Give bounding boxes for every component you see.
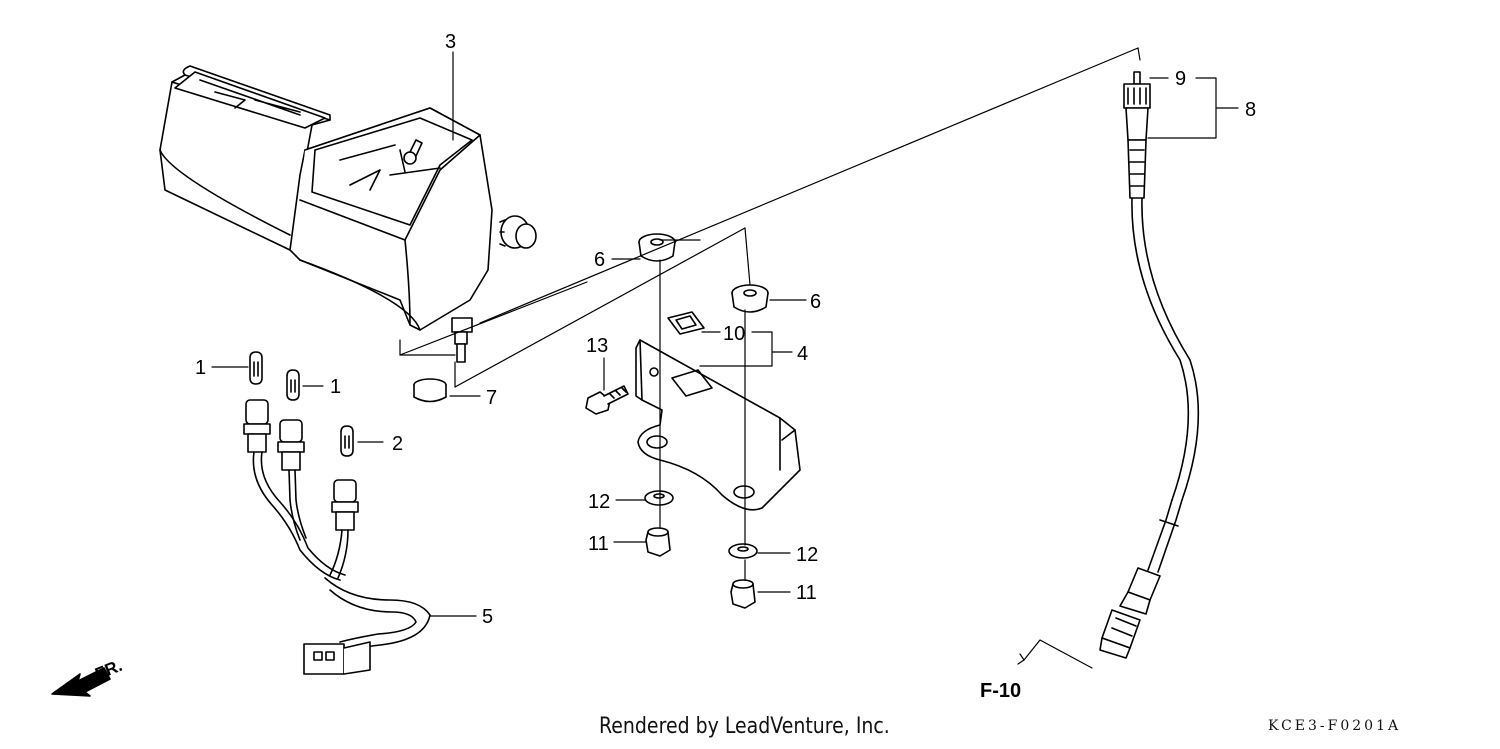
footer-credit: Rendered by LeadVenture, Inc. <box>599 714 890 739</box>
nut-part-11b <box>730 579 756 609</box>
bulb-part-2 <box>340 425 354 457</box>
callout-12-b: 12 <box>796 544 818 566</box>
cap-part <box>413 378 447 403</box>
callout-12-a: 12 <box>588 491 610 513</box>
plate-part-10 <box>667 311 705 335</box>
meter-cable-part-8 <box>1099 71 1200 659</box>
callout-3: 3 <box>445 31 456 53</box>
callout-4: 4 <box>797 343 808 365</box>
callout-5: 5 <box>482 606 493 628</box>
callout-11-b: 11 <box>796 582 817 604</box>
diagram-code: KCE3-F0201A <box>1268 718 1402 734</box>
callout-7: 7 <box>486 387 497 409</box>
front-marker-label: FR. <box>92 656 125 684</box>
bracket-part-4 <box>635 339 801 511</box>
callout-11-a: 11 <box>588 533 609 555</box>
callout-9: 9 <box>1175 68 1186 90</box>
bulb-part-1a <box>249 351 263 385</box>
bulb-part-1b <box>286 369 300 401</box>
callout-8: 8 <box>1245 99 1256 121</box>
callout-2: 2 <box>392 433 403 455</box>
callout-1-a: 1 <box>195 357 206 379</box>
leader-lines <box>211 51 1239 617</box>
callout-1-b: 1 <box>330 376 341 398</box>
meter-housing-part <box>159 65 537 363</box>
bolt-part-13 <box>585 385 629 415</box>
washer-part-12b <box>728 543 758 559</box>
reference-label: F-10 <box>980 680 1021 702</box>
washer-part-12a <box>644 490 674 506</box>
nut-part-11a <box>645 527 671 557</box>
grommet-part-6b <box>731 284 769 313</box>
callout-13: 13 <box>586 335 608 357</box>
assembly-lines <box>399 47 1141 669</box>
front-arrow-icon <box>51 667 111 697</box>
callout-10: 10 <box>723 323 745 345</box>
callout-6-b: 6 <box>810 291 821 313</box>
callout-6-a: 6 <box>594 249 605 271</box>
grommet-part-6a <box>638 233 676 262</box>
socket-harness-part <box>243 399 431 675</box>
